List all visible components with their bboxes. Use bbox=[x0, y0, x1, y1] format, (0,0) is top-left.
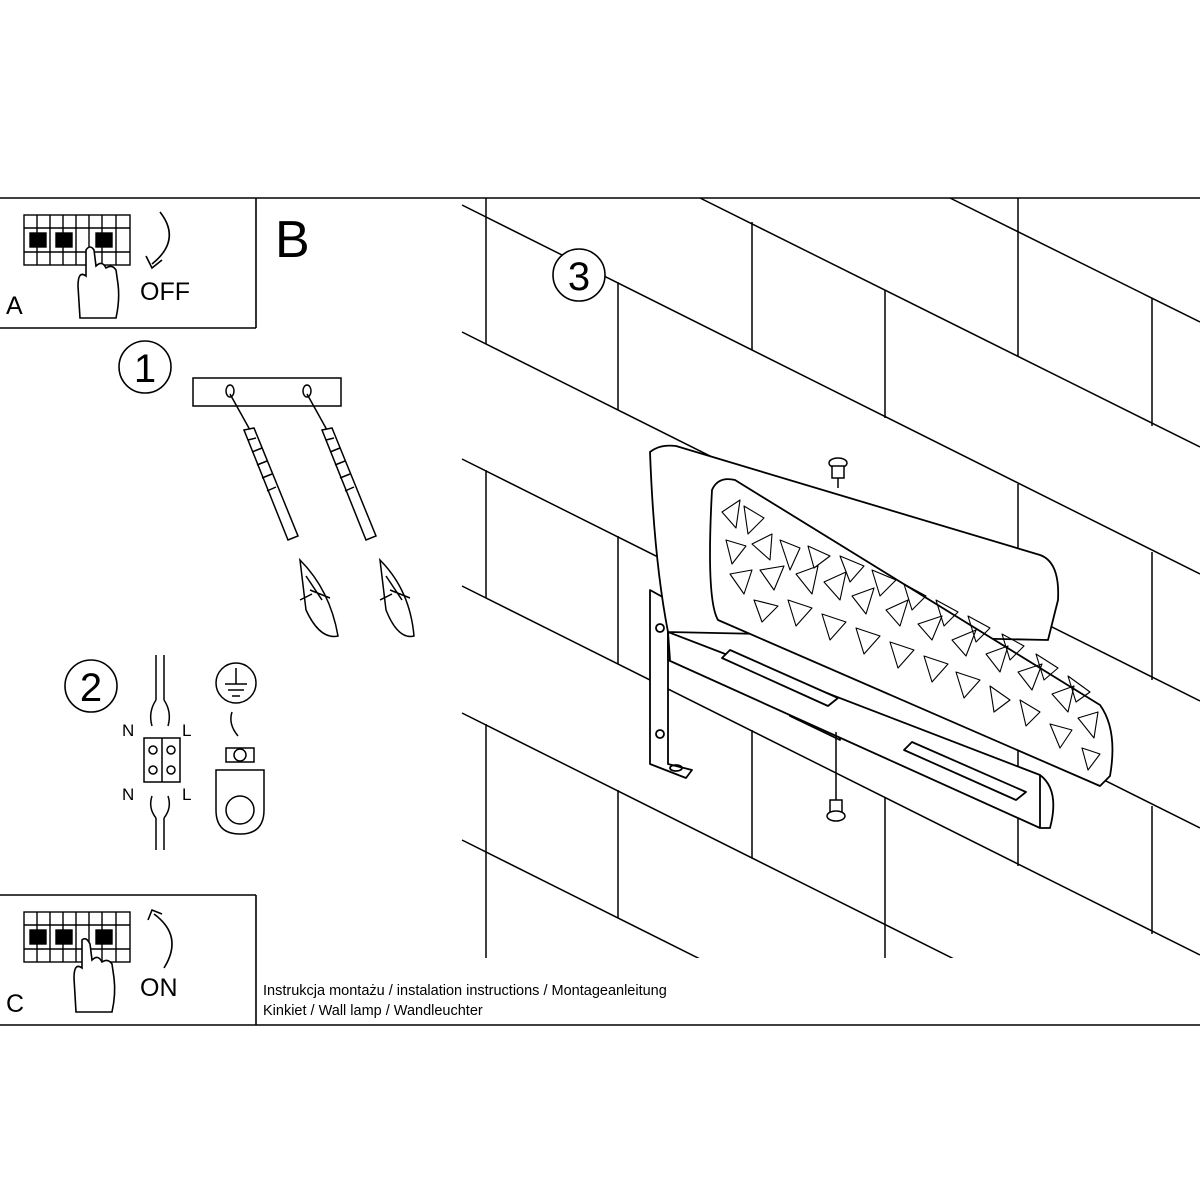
screw-right-icon bbox=[320, 427, 415, 638]
step-3-number: 3 bbox=[568, 255, 590, 299]
hand-on-icon bbox=[73, 937, 116, 1013]
arrow-down-icon bbox=[151, 211, 171, 265]
circuit-breaker-on-icon bbox=[23, 911, 131, 963]
panel-a-letter: A bbox=[6, 292, 23, 320]
footer-product-name: Kinkiet / Wall lamp / Wandleuchter bbox=[263, 1003, 483, 1019]
step-1: 1 bbox=[118, 340, 415, 638]
step-3-circle bbox=[552, 248, 606, 302]
wall-lamp bbox=[649, 444, 1114, 829]
hand-icon bbox=[77, 246, 120, 319]
panel-c: C ON bbox=[6, 908, 178, 1018]
panel-c-letter: C bbox=[6, 990, 24, 1018]
on-label: ON bbox=[140, 974, 178, 1002]
screw-left-icon bbox=[242, 427, 339, 638]
ground-icon bbox=[215, 662, 257, 704]
panel-b-letter: B bbox=[275, 211, 310, 269]
wire-l-bottom: L bbox=[182, 785, 191, 804]
mounting-plate bbox=[192, 377, 342, 407]
light-slot-left bbox=[721, 649, 839, 707]
mosaic-pattern bbox=[721, 499, 1101, 771]
bottom-screw-icon bbox=[826, 732, 846, 822]
footer-instructions-title: Instrukcja montażu / instalation instruc… bbox=[263, 983, 667, 999]
lamp-body bbox=[667, 631, 1055, 829]
sheet-frame bbox=[0, 197, 1200, 1026]
circuit-breaker-icon bbox=[23, 214, 131, 266]
off-label: OFF bbox=[140, 278, 190, 306]
step-2-circle bbox=[64, 659, 118, 713]
ground-terminal-icon bbox=[215, 747, 265, 835]
light-slot-right bbox=[903, 741, 1027, 801]
terminal-block bbox=[143, 655, 181, 850]
step-1-circle bbox=[118, 340, 172, 394]
wire-n-top: N bbox=[122, 721, 134, 740]
arrow-up-icon bbox=[153, 913, 173, 969]
step-3: 3 bbox=[552, 248, 1114, 829]
step-2: 2 N L N L bbox=[64, 655, 265, 850]
wire-n-bottom: N bbox=[122, 785, 134, 804]
wire-l-top: L bbox=[182, 721, 191, 740]
panel-a: A OFF bbox=[6, 211, 190, 320]
step-2-number: 2 bbox=[80, 666, 102, 710]
step-1-number: 1 bbox=[134, 347, 156, 391]
top-screw-icon bbox=[828, 457, 848, 488]
